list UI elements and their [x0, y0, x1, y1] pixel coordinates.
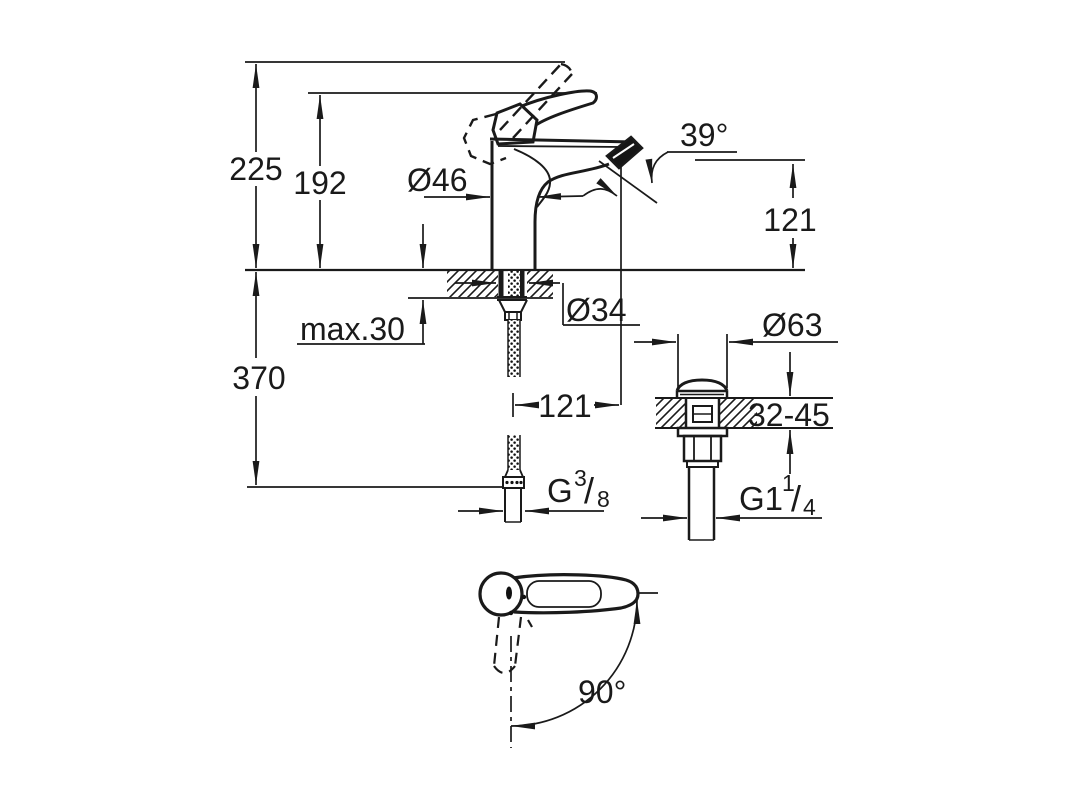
- supply-thread-sub: 8: [597, 486, 610, 512]
- nut-collar: [504, 311, 522, 321]
- label-hole-diameter: Ø34: [566, 292, 626, 328]
- knob-mark: [506, 586, 512, 600]
- label-waste-cap-diameter: Ø63: [762, 307, 822, 343]
- flex-hose-upper: [507, 320, 521, 377]
- shank-and-hose: [497, 271, 528, 523]
- label-handle-swivel-angle: 90°: [578, 674, 626, 710]
- waste-step: [686, 460, 719, 468]
- waste-deck-hatch-right: [720, 399, 757, 427]
- dimension-90deg: [510, 592, 658, 748]
- label-waste-mounting-range: 32-45: [748, 397, 830, 433]
- faucet-deck-hatch-right: [527, 271, 553, 297]
- label-max-mounting-thickness: max.30: [300, 311, 405, 347]
- waste-tailpipe: [687, 467, 716, 541]
- faucet-side-view: [462, 62, 644, 270]
- waste-thread-slash: /: [791, 478, 801, 519]
- label-height-below-deck: 370: [232, 360, 285, 396]
- dimension-max30: [297, 224, 427, 345]
- dimension-192: [308, 92, 597, 268]
- handle-inner-contour: [526, 580, 602, 608]
- supply-pipe: [504, 488, 522, 523]
- label-waste-thread: G1 1 / 4: [739, 470, 816, 520]
- supply-thread-main: G: [547, 472, 573, 509]
- faucet-deck-hatch-left: [447, 271, 498, 297]
- body-seam-curve: [513, 148, 552, 208]
- handle-top-view: [478, 571, 640, 675]
- dimension-d63: [634, 334, 838, 388]
- flex-hose-lower: [504, 435, 524, 478]
- dimension-121-reach: [512, 393, 619, 417]
- supply-thread-sup: 3: [574, 465, 587, 491]
- waste-hex-nut: [682, 434, 723, 463]
- dimension-39deg: [598, 151, 737, 204]
- spout-top-inner-line: [497, 145, 625, 148]
- label-body-diameter: Ø46: [407, 162, 467, 198]
- spout-top-edge: [489, 137, 635, 144]
- handle-rotated-dashed: [492, 616, 533, 675]
- label-supply-thread: G 3 / 8: [547, 465, 610, 512]
- dimension-labels: 225 192 370 Ø46 39° 121 max.30 Ø34 121 Ø…: [229, 117, 830, 710]
- hose-in-shank: [508, 271, 520, 297]
- waste-valve: [675, 378, 729, 541]
- waste-deck-hatch-left: [656, 399, 685, 427]
- aerator-highlight: [612, 143, 635, 159]
- spout-underside: [533, 162, 610, 270]
- waste-thread-main: G1: [739, 480, 783, 517]
- waste-thread-sup: 1: [782, 470, 795, 496]
- supply-thread-slash: /: [584, 470, 594, 511]
- dimension-121-height: [695, 159, 805, 268]
- dimension-370: [247, 272, 505, 488]
- lever-boss: [491, 102, 539, 146]
- handle-knob: [478, 571, 524, 617]
- mounting-nut: [498, 299, 528, 313]
- handle-blade-top-view: [511, 573, 640, 615]
- label-spout-angle: 39°: [680, 117, 728, 153]
- dimension-lines: [245, 61, 838, 748]
- label-total-height: 225: [229, 151, 282, 187]
- deck-hatching: [447, 271, 757, 427]
- dimension-225: [245, 61, 565, 268]
- label-outlet-height: 121: [763, 202, 816, 238]
- label-lever-height: 192: [293, 165, 346, 201]
- label-spout-reach: 121: [538, 388, 591, 424]
- waste-body-in-deck: [684, 398, 721, 428]
- waste-cap-dome: [675, 378, 729, 392]
- waste-thread-sub: 4: [803, 494, 816, 520]
